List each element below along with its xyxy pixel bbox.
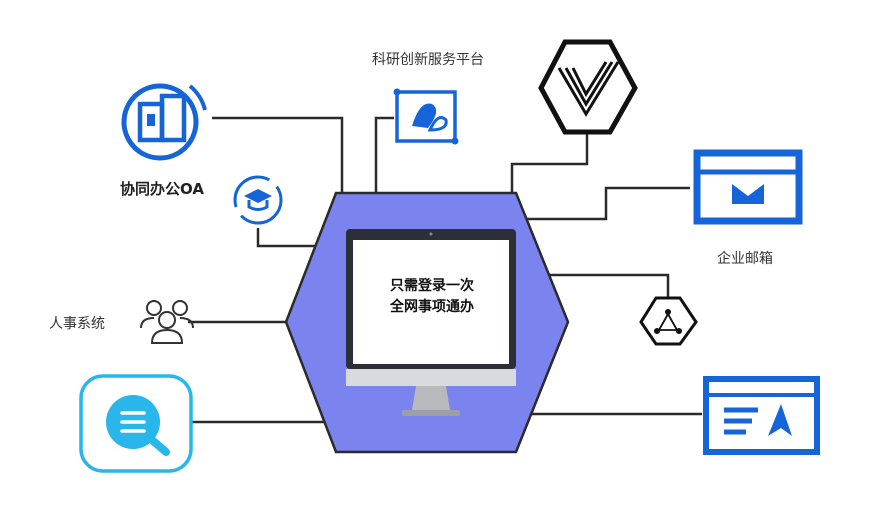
document-icon [703, 376, 820, 455]
building-icon [121, 83, 207, 161]
v-logo-icon [538, 39, 638, 135]
research-label: 科研创新服务平台 [372, 52, 484, 68]
connector-edu [256, 228, 318, 248]
connector-research [374, 116, 394, 192]
connector-mail [523, 186, 690, 221]
chat-app-icon [79, 374, 193, 473]
graduation-cap-icon [233, 175, 283, 225]
research-platform-icon [393, 88, 459, 145]
connector-hub [548, 273, 670, 297]
people-icon [140, 300, 194, 344]
monitor-screen-text: 只需登录一次 全网事项通办 [352, 276, 512, 318]
connector-oa [212, 116, 344, 194]
mail-label: 企业邮箱 [717, 251, 773, 267]
oa-label: 协同办公OA [120, 180, 204, 198]
mail-icon [693, 149, 803, 225]
screen-line-1: 只需登录一次 [390, 278, 474, 294]
monitor-icon [346, 229, 516, 416]
screen-line-2: 全网事项通办 [390, 299, 474, 315]
connector-lines [168, 116, 702, 424]
connector-v-app [510, 134, 589, 194]
network-hub-icon [639, 296, 698, 346]
hr-label: 人事系统 [49, 316, 105, 332]
